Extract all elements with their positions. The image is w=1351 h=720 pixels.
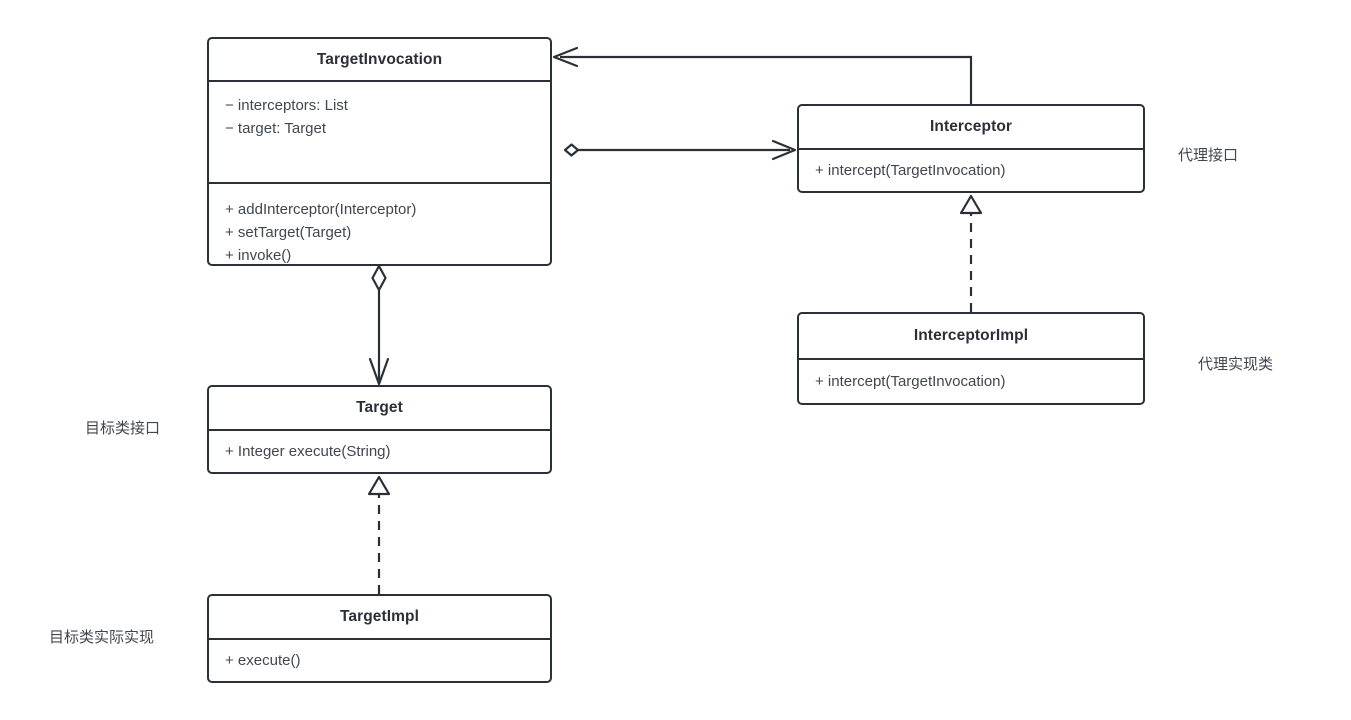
class-operation: + execute() (225, 652, 301, 669)
class-operation: + Integer execute(String) (225, 443, 391, 460)
connector-targetimpl-to-target (367, 475, 391, 594)
uml-class-target-invocation[interactable]: TargetInvocation − interceptors: List − … (207, 37, 552, 266)
class-operations-target: + Integer execute(String) (209, 431, 550, 490)
connector-interceptor-to-targetinvocation (552, 46, 973, 104)
connector-targetinvocation-to-interceptor (563, 139, 797, 161)
class-name-interceptor: Interceptor (799, 106, 1143, 150)
class-operations-interceptor-impl: + intercept(TargetInvocation) (799, 360, 1143, 422)
annotation-target-class-interface: 目标类接口 (85, 420, 161, 437)
class-operation: + intercept(TargetInvocation) (815, 162, 1006, 179)
annotation-target-class-actual-implementation: 目标类实际实现 (49, 629, 155, 646)
class-attributes-target-invocation: − interceptors: List − target: Target (209, 82, 550, 184)
uml-class-interceptor[interactable]: Interceptor + intercept(TargetInvocation… (797, 104, 1145, 193)
class-operations-target-invocation: + addInterceptor(Interceptor) + setTarge… (209, 184, 550, 310)
class-operation: + setTarget(Target) (225, 224, 352, 241)
class-operations-target-impl: + execute() (209, 640, 550, 699)
class-attribute: − interceptors: List (225, 97, 348, 114)
class-operation: + intercept(TargetInvocation) (815, 373, 1006, 390)
class-name-target-impl: TargetImpl (209, 596, 550, 640)
annotation-proxy-interface: 代理接口 (1178, 147, 1239, 164)
uml-class-target-impl[interactable]: TargetImpl + execute() (207, 594, 552, 683)
class-operations-interceptor: + intercept(TargetInvocation) (799, 150, 1143, 209)
annotation-proxy-implementation-class: 代理实现类 (1198, 356, 1274, 373)
connector-targetinvocation-to-target (368, 264, 390, 386)
uml-class-interceptor-impl[interactable]: InterceptorImpl + intercept(TargetInvoca… (797, 312, 1145, 405)
class-operation: + invoke() (225, 247, 292, 264)
class-attribute: − target: Target (225, 120, 327, 137)
class-name-interceptor-impl: InterceptorImpl (799, 314, 1143, 360)
class-name-target-invocation: TargetInvocation (209, 39, 550, 82)
class-operation: + addInterceptor(Interceptor) (225, 201, 417, 218)
connector-interceptorimpl-to-interceptor (959, 194, 983, 312)
class-name-target: Target (209, 387, 550, 431)
uml-class-target[interactable]: Target + Integer execute(String) (207, 385, 552, 474)
